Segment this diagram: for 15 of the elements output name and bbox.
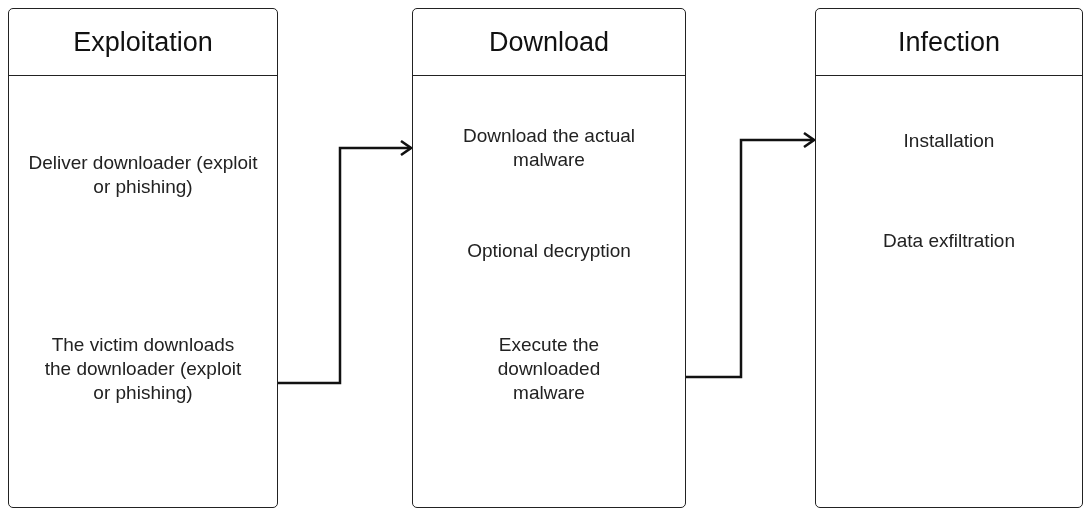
step-text: Installation bbox=[902, 129, 996, 153]
column-heading: Infection bbox=[816, 9, 1082, 76]
step-text: Execute the downloaded malware bbox=[496, 333, 602, 405]
column-heading: Download bbox=[413, 9, 685, 76]
step-text: Optional decryption bbox=[466, 239, 632, 263]
stage-column bbox=[8, 8, 278, 508]
step-text: Download the actual malware bbox=[461, 124, 637, 172]
stage-column bbox=[815, 8, 1083, 508]
step-text: Deliver downloader (exploit or phishing) bbox=[27, 151, 259, 199]
column-heading: Exploitation bbox=[9, 9, 277, 76]
arrow bbox=[278, 139, 413, 385]
step-text: Data exfiltration bbox=[882, 229, 1016, 253]
step-text: The victim downloads the downloader (exploit or phishing) bbox=[43, 333, 243, 405]
arrow bbox=[686, 131, 816, 379]
stage-column bbox=[412, 8, 686, 508]
